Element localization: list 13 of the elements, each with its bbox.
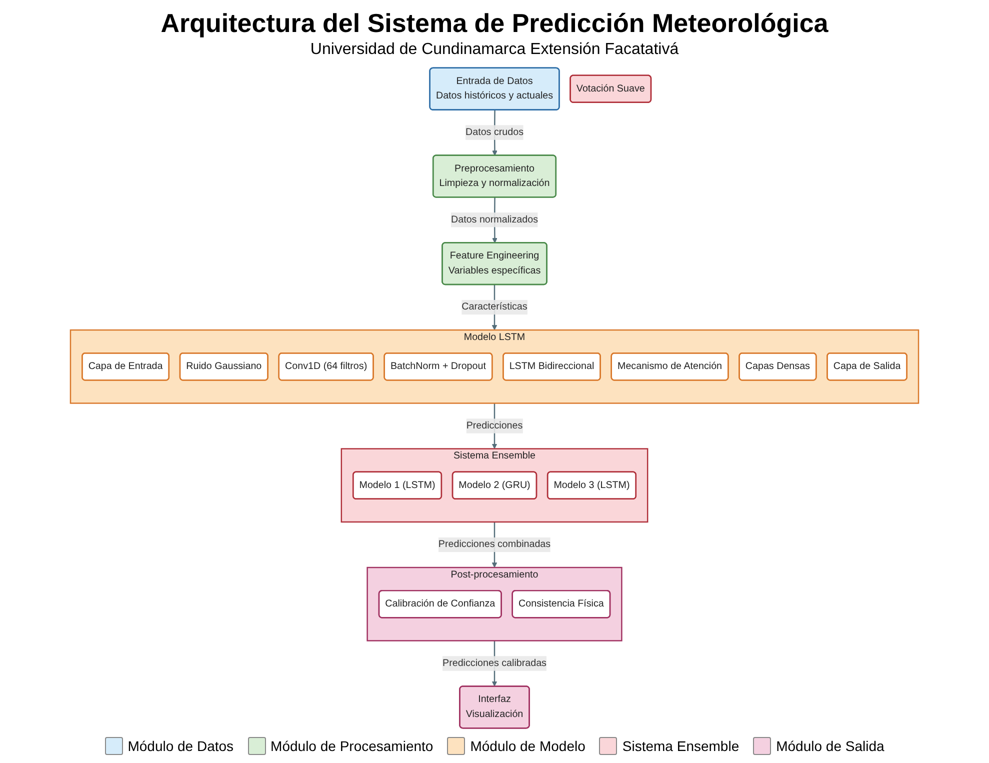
edge-label: Datos crudos <box>466 126 524 138</box>
edge-label: Predicciones <box>466 420 523 431</box>
subtitle: Universidad de Cundinamarca Extensión Facatativá <box>310 41 679 59</box>
edge-label: Predicciones combinadas <box>438 539 551 550</box>
diagram-title: Arquitectura del Sistema de Predicción Meteorológica <box>160 8 828 39</box>
legend-label: Módulo de Datos <box>128 738 234 754</box>
edge-label: Predicciones calibradas <box>442 658 546 668</box>
legend-label: Módulo de Salida <box>776 738 884 754</box>
legend-label: Sistema Ensemble <box>622 738 740 754</box>
legend-label: Módulo de Modelo <box>470 738 586 754</box>
edge-label: Datos normalizados <box>451 214 538 225</box>
edge-label: Características <box>462 302 528 312</box>
legend-label: Módulo de Procesamiento <box>270 738 434 754</box>
